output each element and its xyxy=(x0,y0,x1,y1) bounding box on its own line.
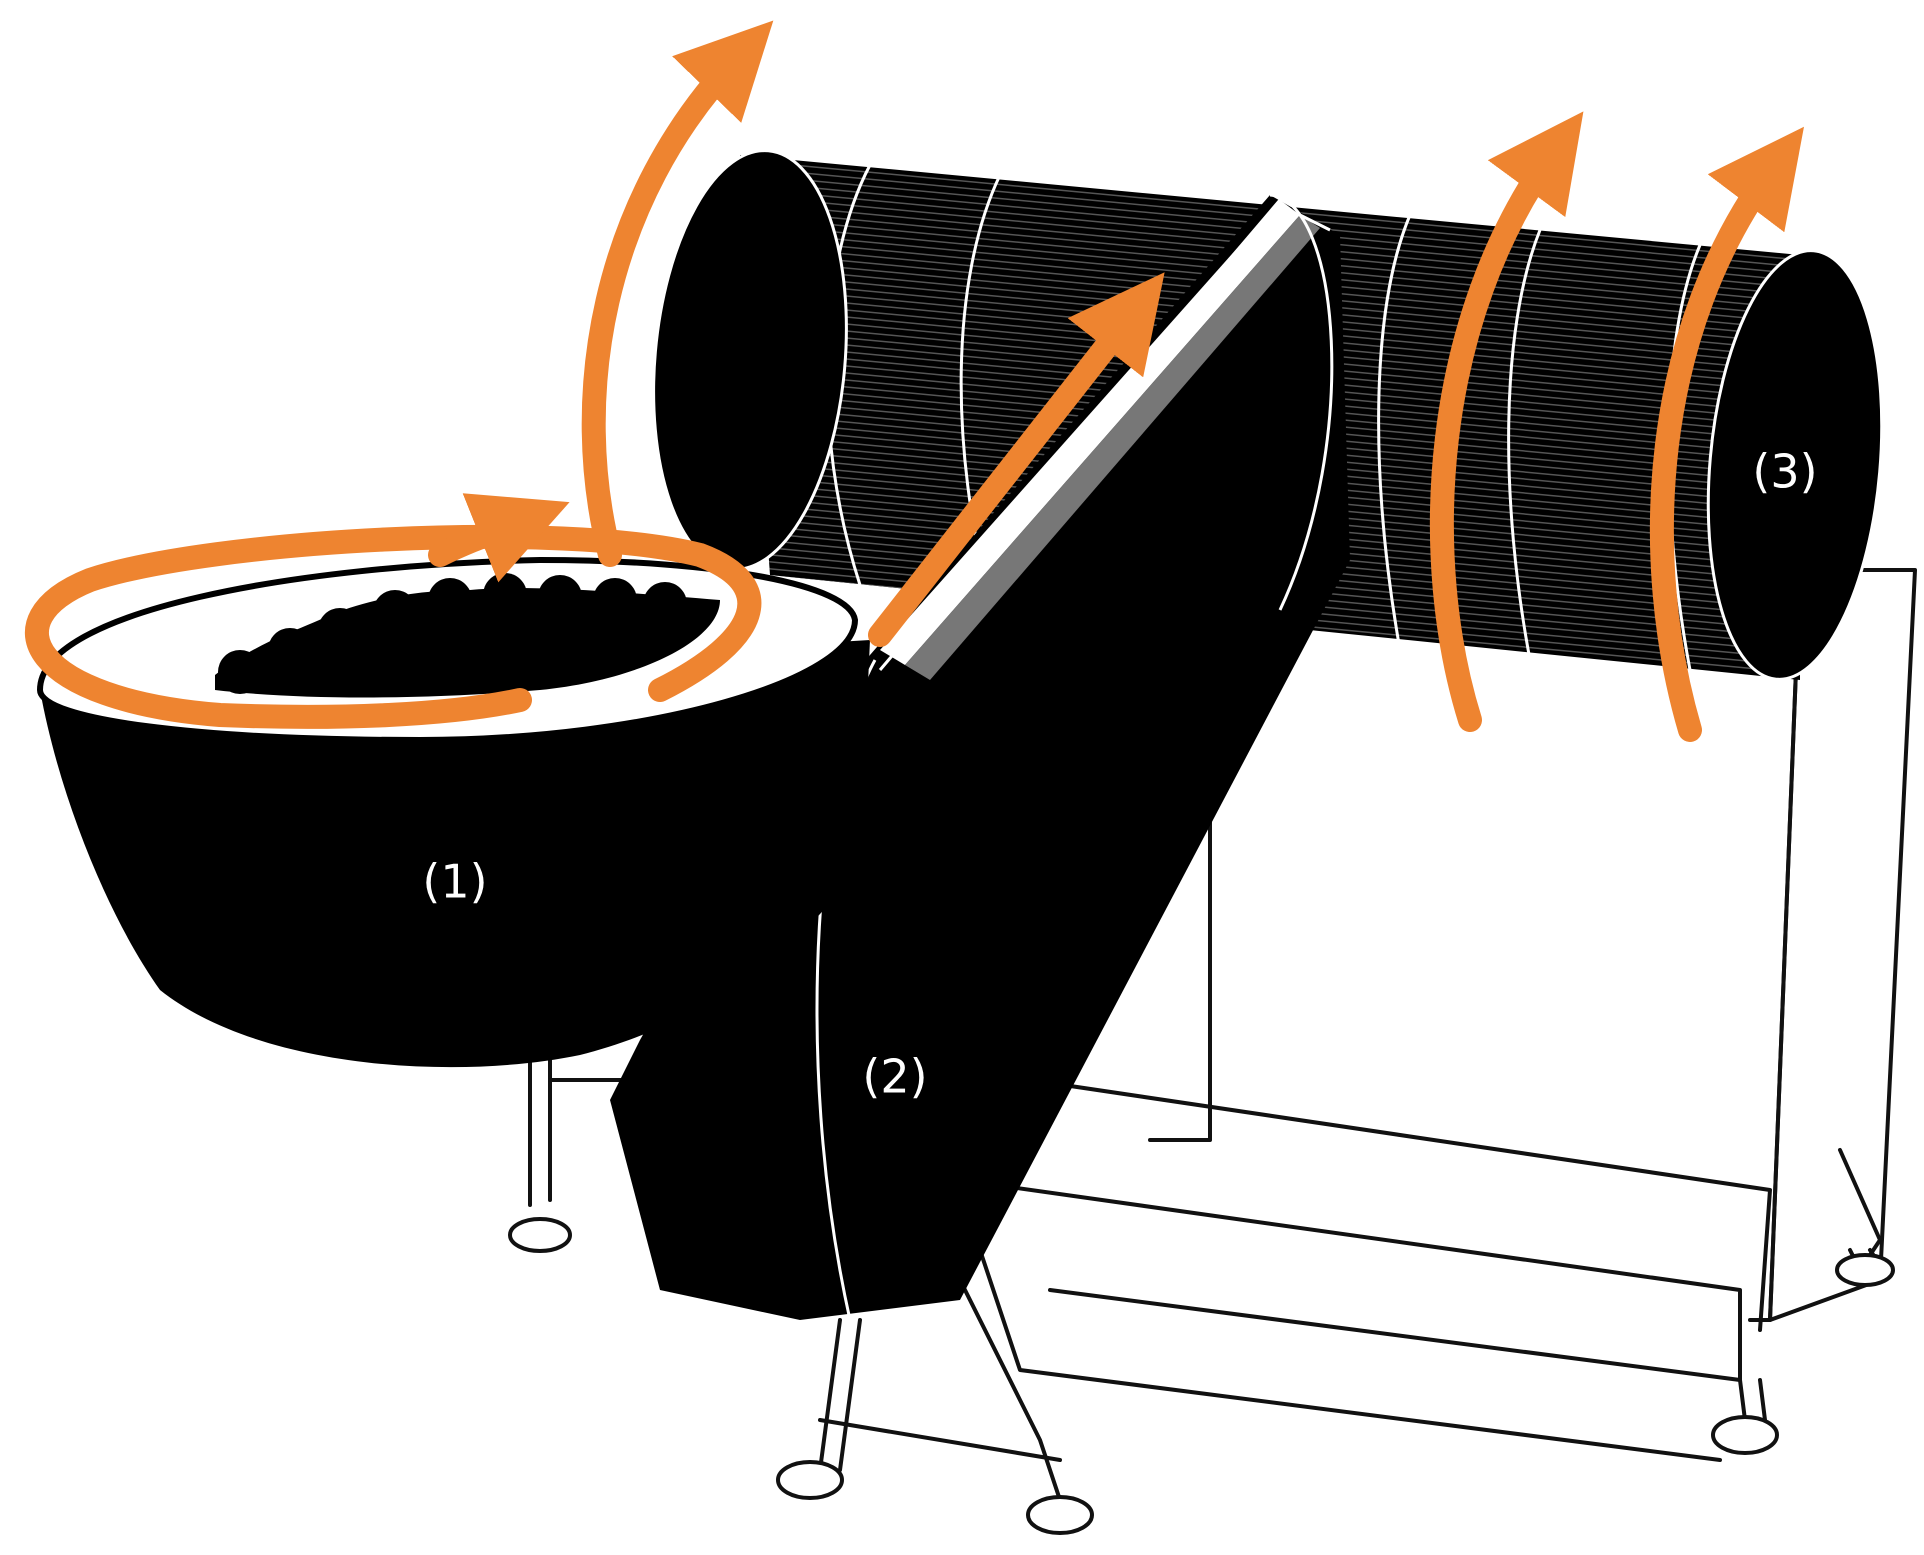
leg-rear-right xyxy=(1738,1378,1767,1422)
drum-left-end xyxy=(653,150,847,570)
foot-bowl xyxy=(508,1217,572,1253)
label-component-1: (1) xyxy=(422,855,487,909)
bowl-part xyxy=(218,650,262,694)
bowl-part xyxy=(593,578,637,622)
foot-rear-right xyxy=(1711,1415,1779,1455)
frame-beam-upper xyxy=(1028,1078,1772,1332)
frame-beam-lower xyxy=(958,1178,1742,1382)
conveyor-body xyxy=(610,195,1350,1320)
drum-rotation-arrow-2 xyxy=(1649,126,1804,742)
frame-top-edge xyxy=(1208,558,1802,1322)
foot-middle xyxy=(1026,1495,1094,1535)
conveyor-belt-surface xyxy=(905,215,1320,680)
bowl-part xyxy=(483,573,527,617)
foot-front xyxy=(776,1460,844,1500)
conveyor-top-line xyxy=(1299,213,1331,232)
drum-right-end xyxy=(1708,250,1882,680)
foot-rear-far xyxy=(1835,1253,1895,1287)
bowl-part xyxy=(318,608,362,652)
drum-right-rim xyxy=(1706,249,1884,681)
frame-corner-brace xyxy=(1838,1148,1882,1272)
support-frame xyxy=(508,558,1917,1535)
bowl-parts xyxy=(218,573,687,694)
bowl-part xyxy=(643,582,687,626)
bowl-part xyxy=(428,578,472,622)
vibratory-bowl: (1) xyxy=(36,556,870,1068)
leg-cross-rail xyxy=(818,1418,1062,1462)
leg-bowl xyxy=(528,1058,552,1207)
label-component-2: (2) xyxy=(862,1050,927,1104)
bowl-part xyxy=(373,590,417,634)
leg-front xyxy=(818,1318,862,1472)
frame-right-panel xyxy=(1768,568,1917,1322)
conveyor-top-pulley xyxy=(1269,193,1334,611)
drum-rotation-arrow-1 xyxy=(1429,111,1584,732)
bowl-circular-flow-arrow xyxy=(24,524,762,729)
conveyor-direction-arrow xyxy=(868,272,1165,647)
bowl-body xyxy=(40,640,870,1068)
vertical-exhaust-arrow xyxy=(581,20,774,567)
frame-diagonal-brace xyxy=(978,1248,1722,1462)
drum-ring-4 xyxy=(1507,229,1542,661)
conveyor-edge-line xyxy=(878,199,1282,671)
flow-arrows xyxy=(24,20,1804,742)
bowl-flow-arrow-tip xyxy=(428,493,570,583)
leg-middle xyxy=(948,1258,1062,1502)
bowl-part xyxy=(268,628,312,672)
label-component-3: (3) xyxy=(1752,445,1817,499)
bowl-part xyxy=(538,575,582,619)
inclined-conveyor: (2) xyxy=(610,193,1350,1321)
drum-ring-3 xyxy=(1377,214,1412,651)
